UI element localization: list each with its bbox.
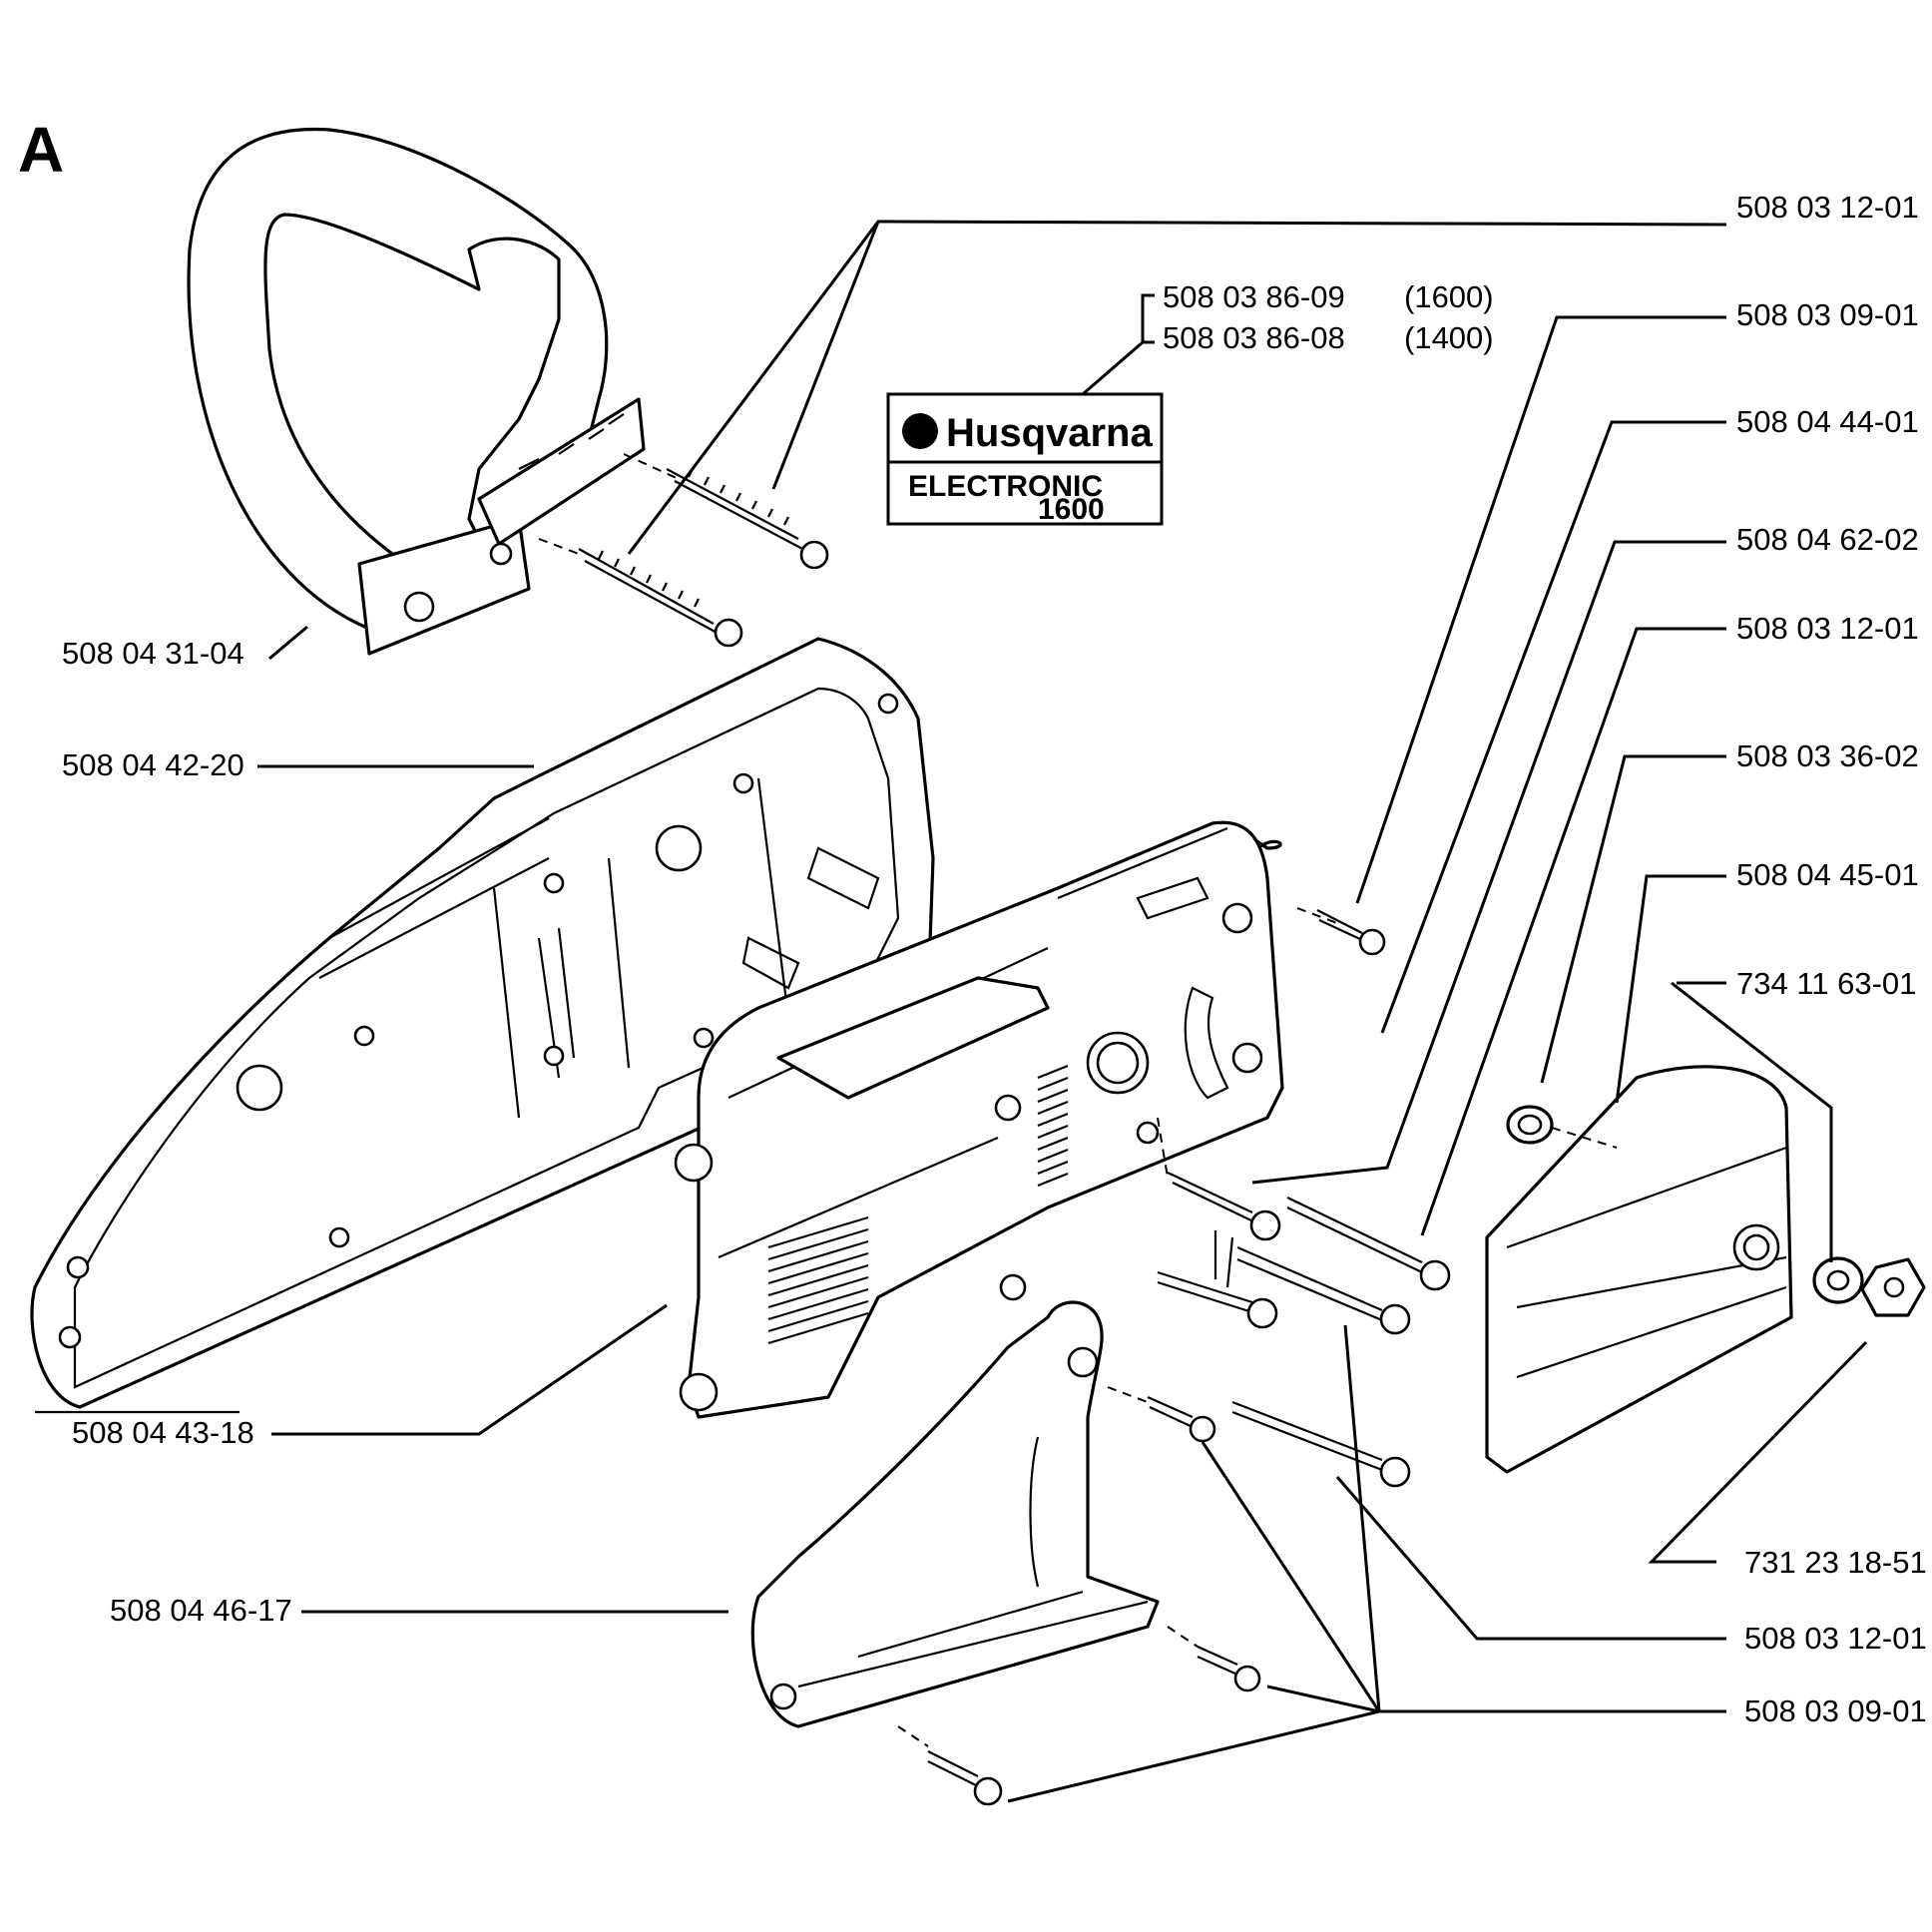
callout-label: 734 11 63-01	[1736, 966, 1916, 1001]
bushing	[1506, 1105, 1618, 1149]
right-callout-labels: 508 03 12-01 508 03 09-01 508 04 44-01 5…	[1736, 190, 1927, 1728]
logo-line1: ELECTRONIC	[908, 470, 1103, 503]
leader-lines	[35, 220, 1868, 1803]
callout-label: 508 04 46-17	[110, 1593, 292, 1628]
callout-label: 508 03 12-01	[1744, 1621, 1927, 1656]
callout-label: 508 03 09-01	[1736, 297, 1919, 332]
callout-label: 508 04 62-02	[1736, 522, 1919, 557]
handle-screws	[538, 453, 829, 648]
variant-model: (1400)	[1404, 320, 1494, 355]
variant-part-number: 508 03 86-09	[1163, 279, 1345, 314]
logo-line2: 1600	[1038, 493, 1105, 526]
callout-label: 508 04 44-01	[1736, 404, 1919, 439]
callout-label: 508 03 09-01	[1744, 1693, 1927, 1728]
callout-label: 508 04 43-18	[72, 1415, 254, 1450]
callout-label: 508 03 12-01	[1736, 611, 1919, 646]
left-callout-labels: 508 04 31-04 508 04 42-20 508 04 43-18 5…	[62, 636, 292, 1628]
variant-part-number: 508 03 86-08	[1163, 320, 1345, 355]
callout-label: 508 03 36-02	[1736, 738, 1919, 773]
husqvarna-logo-decal: Husqvarna ELECTRONIC 1600	[886, 392, 1164, 526]
callout-label: 508 03 12-01	[1736, 190, 1919, 225]
housing-right-half	[674, 820, 1284, 1419]
housing-left-half	[30, 637, 935, 1409]
callout-label: 508 04 45-01	[1736, 857, 1919, 892]
front-handle	[187, 127, 646, 656]
washer-and-nut	[1812, 1256, 1926, 1317]
callout-label: 731 23 18-51	[1744, 1545, 1927, 1580]
logo-brand: Husqvarna	[946, 411, 1153, 455]
callout-label: 508 04 31-04	[62, 636, 244, 671]
rear-handle	[750, 1300, 1160, 1728]
callout-label: 508 04 42-20	[62, 747, 244, 782]
variant-model: (1600)	[1404, 279, 1494, 314]
section-letter: A	[18, 114, 64, 186]
model-variant-labels: 508 03 86-09 (1600) 508 03 86-08 (1400)	[1163, 279, 1494, 355]
assembly-screws	[897, 907, 1451, 1806]
chain-cover	[1485, 1065, 1793, 1474]
